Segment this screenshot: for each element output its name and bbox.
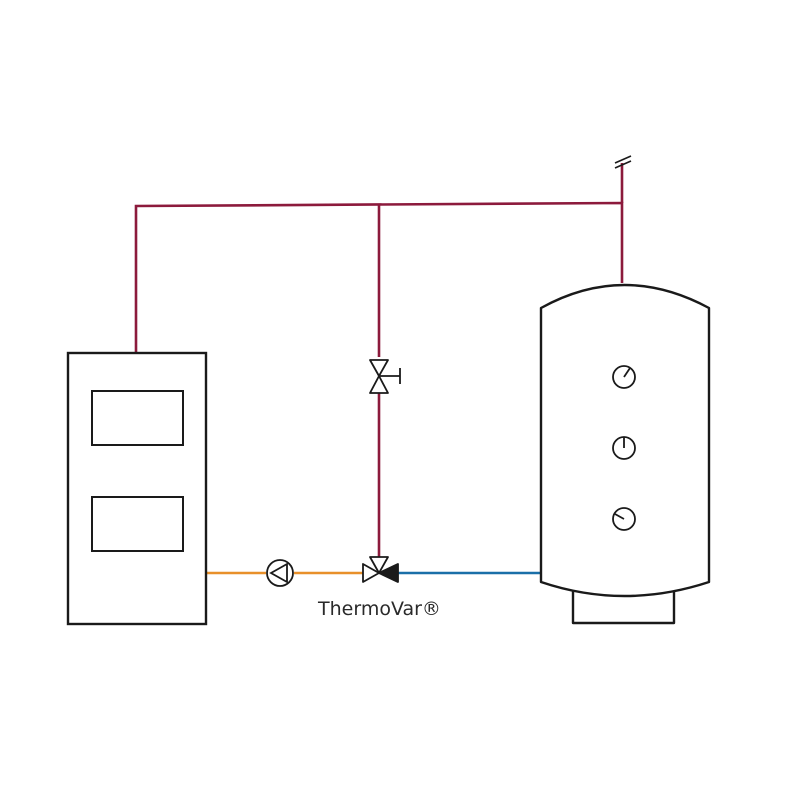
pump-icon <box>266 559 294 587</box>
hot-supply-pipes <box>134 163 624 560</box>
thermometer-icon <box>612 436 636 460</box>
thermometers <box>612 365 636 531</box>
boiler-icon <box>66 351 208 626</box>
boiler-door-lower <box>91 496 184 552</box>
valve-label: ThermoVar® <box>317 598 441 620</box>
supply-pipe-boiler-to-tank <box>134 201 624 352</box>
shutoff-valve-icon <box>369 359 401 394</box>
shutoff-valve-upper <box>369 359 389 377</box>
boiler-door-upper <box>91 390 184 446</box>
air-vent-icon <box>614 155 632 169</box>
three-way-valve-icon <box>362 556 399 583</box>
valve-port-top <box>369 556 389 574</box>
valve-port-left <box>362 563 380 583</box>
shutoff-valve-lower <box>369 375 389 394</box>
thermometer-icon <box>612 507 636 531</box>
valve-port-right <box>378 563 399 583</box>
thermometer-icon <box>612 365 636 389</box>
pump-triangle <box>269 562 288 584</box>
